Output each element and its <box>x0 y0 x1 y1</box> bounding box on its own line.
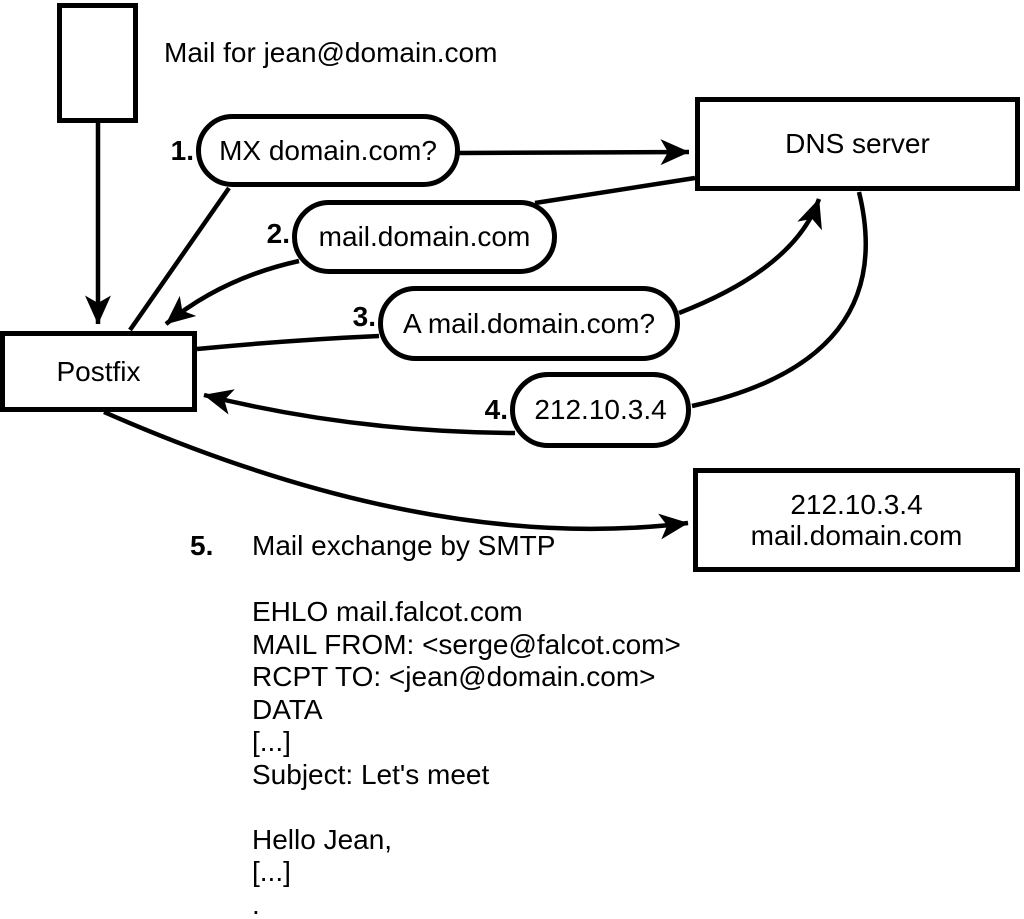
step1-number: 1. <box>170 135 194 166</box>
smtp-line: RCPT TO: <jean@domain.com> <box>252 661 656 692</box>
smtp-line: . <box>252 888 260 919</box>
line-query1-from-postfix <box>128 186 231 332</box>
line-query3-from-postfix <box>196 333 380 352</box>
arrow-response4-to-postfix <box>203 389 516 436</box>
smtp-line: DATA <box>252 693 323 725</box>
step2-number: 2. <box>266 218 290 249</box>
smtp-line: Subject: Let's meet <box>252 758 490 790</box>
mail-message-icon <box>57 3 138 123</box>
arrow-response2-to-postfix <box>164 258 300 326</box>
step3-query-bubble: A mail.domain.com? <box>378 286 680 361</box>
smtp-line: Hello Jean, <box>252 823 393 855</box>
arrow-smtp-exchange <box>103 409 689 540</box>
smtp-line: [...] <box>252 856 291 887</box>
line-response4-from-dns <box>691 191 868 409</box>
smtp-session-transcript: EHLO mail.falcot.com MAIL FROM: <serge@f… <box>252 596 681 919</box>
smtp-line: [...] <box>252 726 291 757</box>
postfix-node: Postfix <box>0 331 197 412</box>
step5-number: 5. <box>190 530 214 561</box>
step2-response-bubble: mail.domain.com <box>292 200 557 274</box>
arrow-query1-to-dns <box>457 139 690 166</box>
mail-server-node: 212.10.3.4 mail.domain.com <box>693 468 1020 572</box>
step5-label: Mail exchange by SMTP <box>252 530 556 561</box>
mail-server-ip: 212.10.3.4 <box>790 489 923 520</box>
line-response2-from-dns <box>534 175 696 206</box>
step3-number: 3. <box>352 301 376 332</box>
mail-server-node-text: 212.10.3.4 mail.domain.com <box>751 489 963 551</box>
smtp-line: EHLO mail.falcot.com <box>252 596 523 627</box>
smtp-line: MAIL FROM: <serge@falcot.com> <box>252 628 681 660</box>
mail-source-label: Mail for jean@domain.com <box>164 37 498 68</box>
step4-response-bubble: 212.10.3.4 <box>510 372 691 448</box>
smtp-line-blank <box>252 791 681 824</box>
arrow-query3-to-dns <box>678 198 822 316</box>
dns-server-node: DNS server <box>695 97 1020 191</box>
mail-server-hostname: mail.domain.com <box>750 520 963 551</box>
step4-number: 4. <box>484 394 508 425</box>
step1-query-bubble: MX domain.com? <box>196 114 460 187</box>
